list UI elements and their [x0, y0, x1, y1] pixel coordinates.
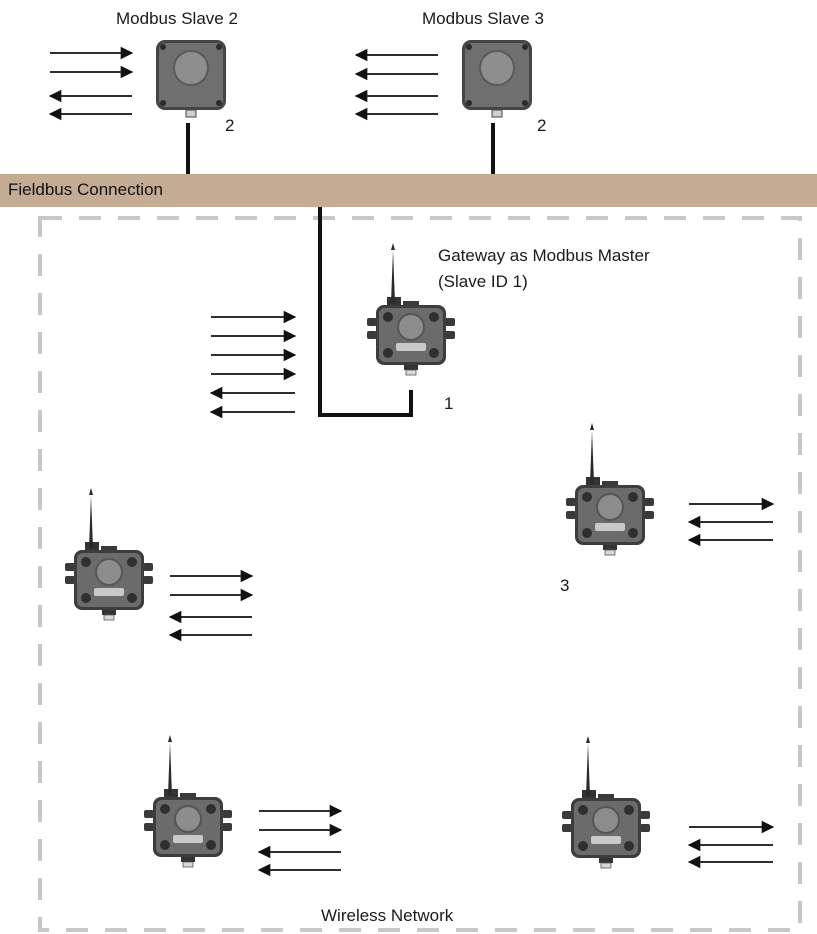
node-right-arrows	[687, 497, 775, 547]
gateway-label-line2: (Slave ID 1)	[438, 272, 528, 291]
gateway-label-line1: Gateway as Modbus Master	[438, 246, 650, 265]
node-right-id-number: 3	[560, 576, 570, 595]
slave2-id-number: 2	[225, 116, 235, 135]
wireless-node-left-device-icon	[64, 487, 154, 621]
slave3-arrows	[354, 48, 438, 121]
slave3-id-number: 2	[537, 116, 547, 135]
modbus-slave-3-device-icon	[461, 39, 533, 118]
modbus-slave-2-label: Modbus Slave 2	[116, 9, 238, 28]
modbus-slave-3-label: Modbus Slave 3	[422, 9, 544, 28]
wireless-node-bottom-left-device-icon	[143, 734, 233, 868]
wireless-network-label: Wireless Network	[321, 906, 454, 925]
wireless-network-boundary	[38, 216, 802, 932]
gateway-wire	[318, 207, 413, 417]
fieldbus-band	[0, 174, 817, 207]
slave2-arrows	[48, 46, 134, 121]
gateway-arrows	[209, 310, 297, 419]
wireless-node-bottom-right-device-icon	[561, 735, 651, 869]
gateway-id-number: 1	[444, 394, 454, 413]
wireless-node-right-device-icon	[565, 422, 655, 556]
node-bottom-right-arrows	[687, 820, 775, 869]
node-left-arrows	[168, 569, 254, 642]
modbus-slave-2-device-icon	[155, 39, 227, 118]
fieldbus-label: Fieldbus Connection	[8, 180, 163, 199]
node-bottom-left-arrows	[257, 804, 343, 877]
